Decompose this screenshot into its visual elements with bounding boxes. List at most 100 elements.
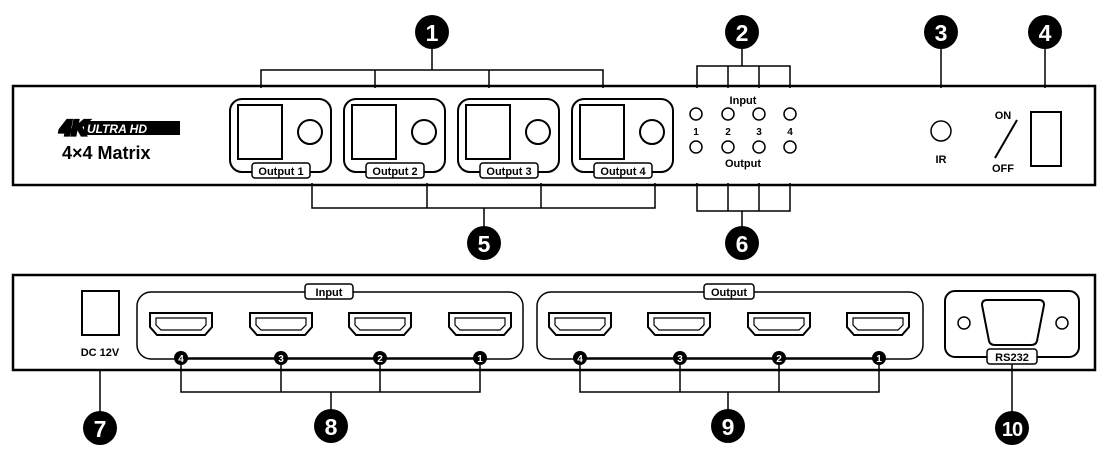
- callout-number: 7: [94, 416, 107, 442]
- callout-8: 8: [314, 409, 348, 443]
- callout-number: 10: [1002, 419, 1023, 441]
- hdmi-output-port-2[interactable]: [747, 312, 811, 336]
- hdmi-input-port-3[interactable]: [249, 312, 313, 336]
- led-number: 1: [693, 127, 699, 138]
- led-indicator-group: Input 1 2 3 4 Output: [689, 95, 797, 170]
- output-indicator-led: [525, 119, 551, 145]
- callout-number: 2: [736, 20, 749, 46]
- input-port-number-4: 4: [174, 351, 188, 365]
- input-port-number-3: 3: [274, 351, 288, 365]
- callout-2: 2: [725, 15, 759, 49]
- input-led-2: [721, 107, 735, 121]
- output-indicator-led: [639, 119, 665, 145]
- rs232-port[interactable]: [980, 299, 1046, 346]
- led-number: 3: [756, 127, 762, 138]
- logo-ultra-hd: ULTRA HD: [87, 122, 147, 136]
- dc-label: DC 12V: [81, 347, 120, 359]
- input-group-label: Input: [316, 287, 343, 299]
- input-led-3: [752, 107, 766, 121]
- input-led-4: [783, 107, 797, 121]
- output-module-4: Output 4: [571, 98, 674, 179]
- logo-ultra-hd-bg: [84, 121, 180, 135]
- output-port-number-4: 4: [573, 351, 587, 365]
- callout-number: 5: [478, 231, 491, 257]
- callout-number: 9: [722, 414, 735, 440]
- output-label: Output 3: [486, 166, 531, 178]
- callout-number: 4: [1039, 20, 1052, 46]
- led-number: 4: [787, 127, 793, 138]
- callout-4: 4: [1028, 15, 1062, 49]
- output-module-3: Output 3: [457, 98, 560, 179]
- led-input-label: Input: [730, 95, 757, 107]
- bracket-9: [579, 365, 880, 410]
- output-select-button[interactable]: [579, 104, 625, 160]
- input-port-number-2: 2: [373, 351, 387, 365]
- output-indicator-led: [411, 119, 437, 145]
- callout-5: 5: [467, 226, 501, 260]
- input-port-number-1: 1: [473, 351, 487, 365]
- bracket-1: [260, 48, 604, 88]
- brand-logo: 4K ULTRA HD 4×4 Matrix: [57, 115, 180, 163]
- callout-1: 1: [415, 15, 449, 49]
- callout-3: 3: [924, 15, 958, 49]
- port-number: 3: [278, 354, 284, 365]
- output-indicator-led: [297, 119, 323, 145]
- led-number: 2: [725, 127, 731, 138]
- output-port-number-1: 1: [872, 351, 886, 365]
- callout-number: 8: [325, 414, 338, 440]
- power-on-label: ON: [995, 110, 1012, 122]
- port-number: 2: [776, 354, 782, 365]
- output-select-button[interactable]: [237, 104, 283, 160]
- bracket-2: [696, 48, 791, 88]
- output-label: Output 1: [258, 166, 303, 178]
- callout-number: 3: [935, 20, 948, 46]
- output-group-label: Output: [711, 287, 747, 299]
- callout-number: 1: [426, 20, 439, 46]
- callout-number: 6: [736, 231, 749, 257]
- ir-receiver: [930, 120, 952, 142]
- output-led-3: [752, 140, 766, 154]
- callout-9: 9: [711, 409, 745, 443]
- output-select-button[interactable]: [465, 104, 511, 160]
- output-led-1: [689, 140, 703, 154]
- callout-6: 6: [725, 226, 759, 260]
- output-label: Output 4: [600, 166, 646, 178]
- callout-10: 10: [995, 411, 1029, 445]
- power-switch[interactable]: [1030, 111, 1062, 167]
- power-off-label: OFF: [992, 163, 1014, 175]
- input-led-1: [689, 107, 703, 121]
- bracket-5: [311, 183, 656, 226]
- output-port-number-2: 2: [772, 351, 786, 365]
- rear-panel: [11, 273, 1097, 372]
- hdmi-output-port-4[interactable]: [548, 312, 612, 336]
- output-select-button[interactable]: [351, 104, 397, 160]
- output-port-number-3: 3: [673, 351, 687, 365]
- output-led-4: [783, 140, 797, 154]
- hdmi-input-port-4[interactable]: [149, 312, 213, 336]
- output-label: Output 2: [372, 166, 417, 178]
- hdmi-output-port-3[interactable]: [647, 312, 711, 336]
- led-output-label: Output: [725, 158, 761, 170]
- port-number: 1: [477, 354, 483, 365]
- bracket-8: [180, 365, 481, 410]
- logo-model: 4×4 Matrix: [62, 143, 151, 163]
- bracket-6: [696, 183, 791, 226]
- hdmi-input-port-2[interactable]: [348, 312, 412, 336]
- output-module-1: Output 1: [229, 98, 332, 179]
- hdmi-output-port-1[interactable]: [846, 312, 910, 336]
- ir-label: IR: [936, 154, 947, 166]
- port-number: 2: [377, 354, 383, 365]
- hdmi-input-port-1[interactable]: [448, 312, 512, 336]
- dc-power-jack[interactable]: [81, 290, 120, 336]
- power-switch-slash: [994, 119, 1018, 159]
- callout-7: 7: [83, 411, 117, 445]
- output-module-2: Output 2: [343, 98, 446, 179]
- port-number: 3: [677, 354, 683, 365]
- output-led-2: [721, 140, 735, 154]
- rs232-screw-left: [957, 316, 971, 330]
- port-number: 1: [876, 354, 882, 365]
- rs232-label: RS232: [995, 352, 1029, 364]
- port-number: 4: [178, 354, 184, 365]
- port-number: 4: [577, 354, 583, 365]
